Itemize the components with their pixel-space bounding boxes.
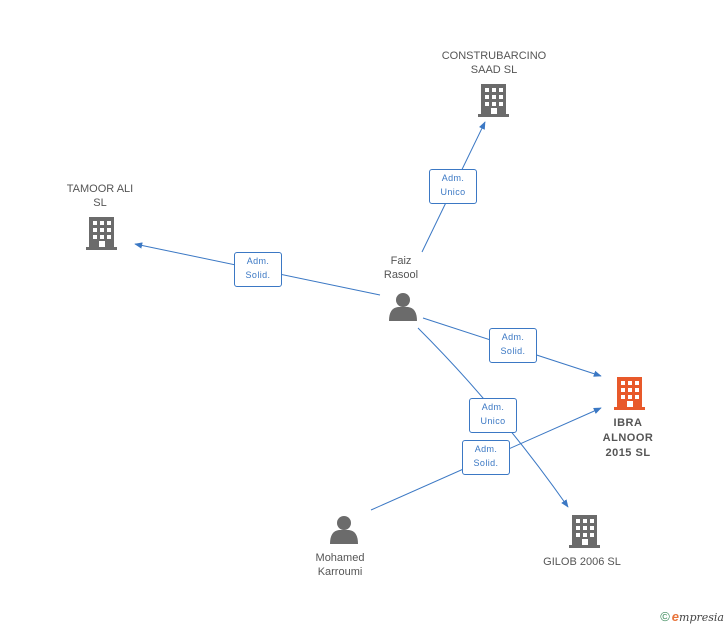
node-label-gilob[interactable]: GILOB 2006 SL <box>543 556 621 568</box>
person-icon[interactable] <box>389 293 417 321</box>
building-icon-highlight[interactable] <box>614 377 645 410</box>
relation-badge-line1: Adm. <box>246 256 270 266</box>
relation-badge-line2: Solid. <box>473 458 499 468</box>
relation-badge-line2: Solid. <box>500 346 526 356</box>
empresia-copyright[interactable]: ©empresia <box>660 609 724 624</box>
copyright-symbol: © <box>660 609 670 624</box>
relation-badge-faiz-gilob: Adm. Unico <box>469 398 517 433</box>
relation-badge-faiz-tamoor: Adm. Solid. <box>234 252 282 287</box>
person-icon[interactable] <box>330 516 358 544</box>
node-label-construbarcino[interactable]: CONSTRUBARCINO SAAD SL <box>441 50 547 76</box>
building-icon[interactable] <box>478 84 509 117</box>
node-label-ibra[interactable]: IBRA ALNOOR 2015 SL <box>602 417 654 459</box>
brand-logo-initial: e <box>671 609 680 624</box>
relation-badge-line2: Unico <box>480 416 506 426</box>
relation-badge-faiz-construbarcino: Adm. Unico <box>429 169 477 204</box>
node-label-mohamed[interactable]: Mohamed Karroumi <box>315 552 365 578</box>
building-icon[interactable] <box>86 217 117 250</box>
relation-badge-faiz-ibra: Adm. Solid. <box>489 328 537 363</box>
relation-badge-line1: Adm. <box>441 173 465 183</box>
node-label-tamoor[interactable]: TAMOOR ALI SL <box>66 183 134 209</box>
building-icon[interactable] <box>569 515 600 548</box>
node-label-faiz[interactable]: Faiz Rasool <box>383 255 419 281</box>
relation-badge-line1: Adm. <box>481 402 505 412</box>
brand-logo-text: mpresia <box>679 611 724 624</box>
relation-badge-line1: Adm. <box>474 444 498 454</box>
relation-badge-line2: Solid. <box>245 270 271 280</box>
relation-badge-line1: Adm. <box>501 332 525 342</box>
relation-badge-line2: Unico <box>440 187 466 197</box>
relation-badge-mohamed-ibra: Adm. Solid. <box>462 440 510 475</box>
